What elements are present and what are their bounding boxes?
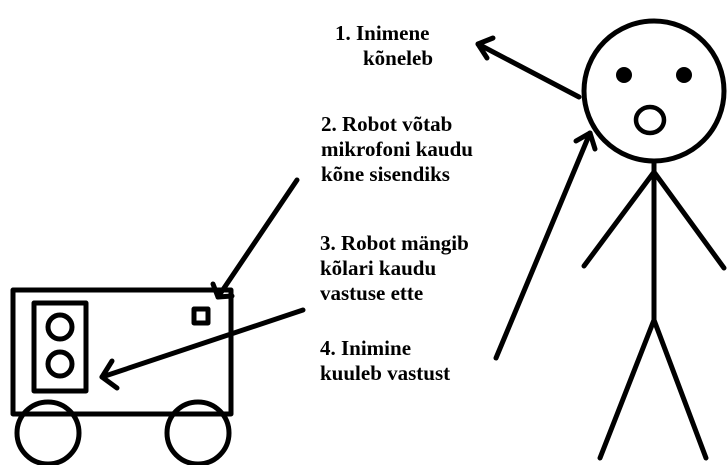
step-4-label: 4. Inimine kuuleb vastust [320,336,450,386]
person-leg-right [651,317,709,461]
step-3-line-2: kõlari kaudu [320,256,437,280]
arrow-2-head [210,281,235,300]
step-1-line-1: 1. Inimene [335,21,430,45]
step-4-line-2: kuuleb vastust [320,361,451,385]
person-mouth [633,104,667,136]
speaker-circle-top [45,312,75,342]
step-3-line-3: vastuse ette [320,281,424,305]
robot-wheel-left [14,399,82,465]
robot-microphone [191,306,211,326]
step-3-label: 3. Robot mängib kõlari kaudu vastuse ett… [320,231,469,306]
step-1-label: 1. Inimene kõneleb [335,21,433,71]
step-2-label: 2. Robot võtab mikrofoni kaudu kõne sise… [321,112,473,187]
person-head [581,18,727,164]
arrow-2-shaft [215,177,300,300]
step-1-line-2: kõneleb [363,46,434,70]
robot-body [10,287,234,417]
step-2-line-2: mikrofoni kaudu [321,137,473,161]
arrow-1-head [475,35,496,61]
step-2-line-1: 2. Robot võtab [321,112,453,136]
arrow-4-shaft [493,130,593,361]
robot-wheel-right [164,399,232,465]
person-arm-left [581,169,657,269]
person-leg-left [597,317,657,461]
arrow-3-head [99,358,120,391]
arrow-1-shaft [475,41,582,100]
robot-speaker-panel [31,300,89,394]
step-2-line-3: kõne sisendiks [321,162,450,186]
speaker-circle-bottom [45,349,75,379]
person-arm-right [651,169,727,271]
step-4-line-1: 4. Inimine [320,336,412,360]
arrow-3-shaft [99,307,306,380]
arrow-4-head [573,130,598,152]
person-eye-right [676,67,692,83]
person-eye-left [616,67,632,83]
step-3-line-1: 3. Robot mängib [320,231,469,255]
